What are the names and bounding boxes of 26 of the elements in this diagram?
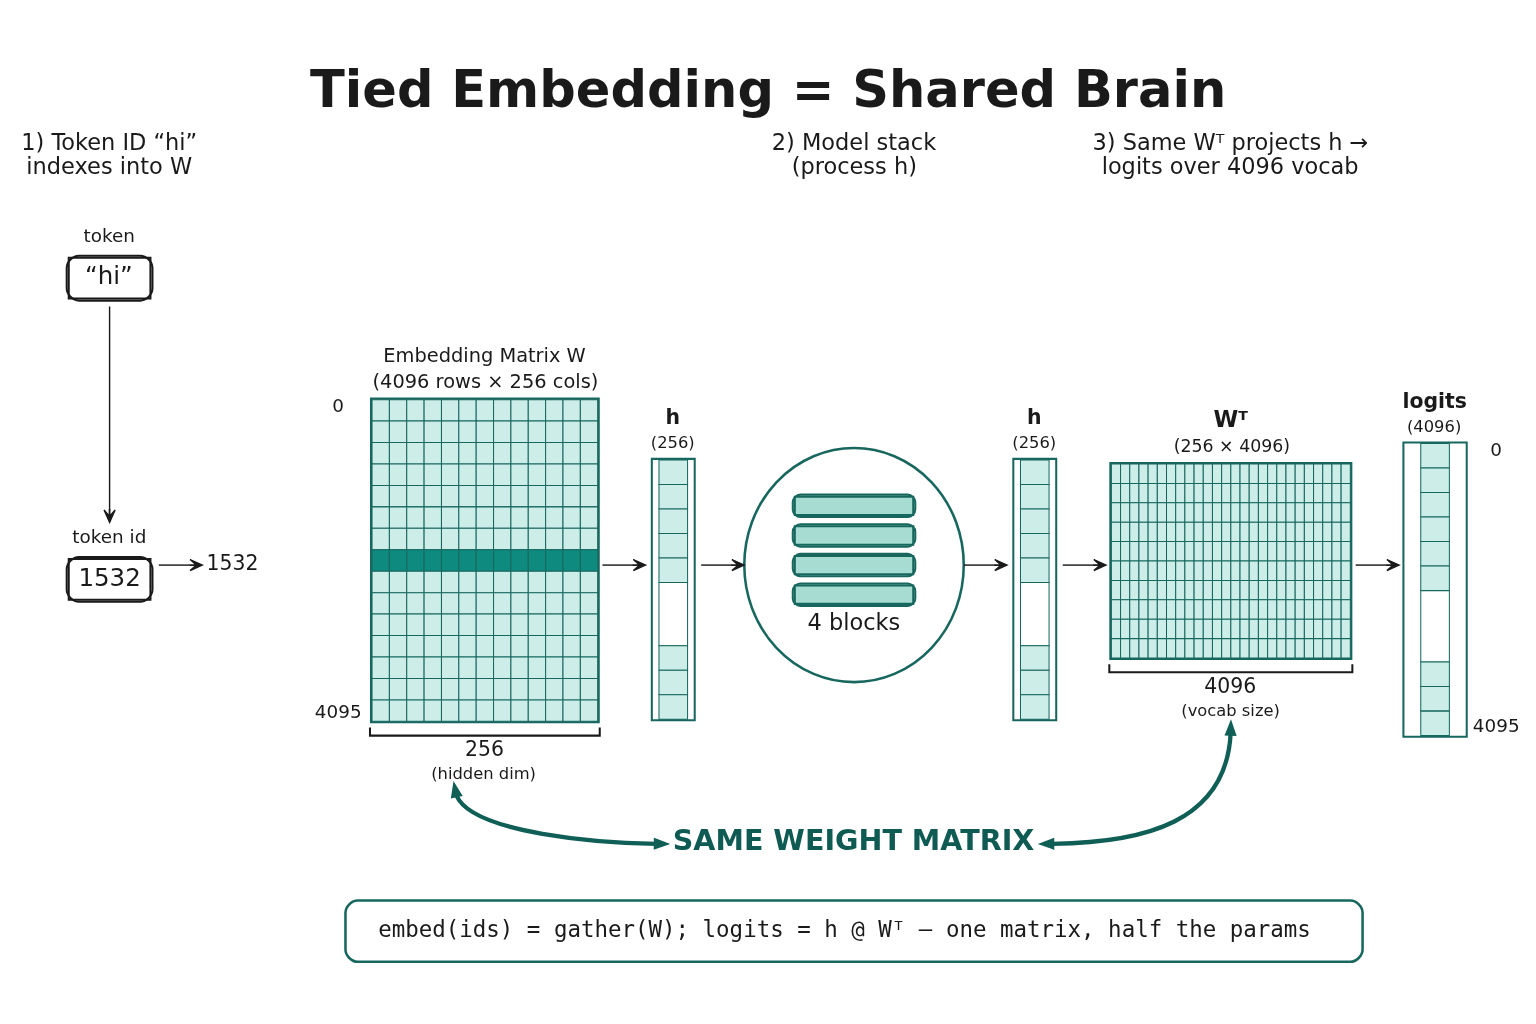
node-label: (256) [1011,432,1056,452]
node-label: 0 [331,394,344,416]
node-label: h [665,404,680,429]
node-label: logits [1401,388,1467,413]
node-label: (4096 rows × 256 cols) [372,369,598,393]
node-label: (hidden dim) [430,763,536,783]
label: 2) Model stack (process h) [771,128,936,179]
node-label: (vocab size) [1180,700,1280,720]
node-label: token id [71,525,146,547]
node-label: (256 × 4096) [1173,435,1290,456]
node-label: h [1026,404,1042,429]
node-label: (4096) [1406,416,1461,436]
label: 1) Token ID “hi” indexes into W [20,128,197,179]
node-label: 0 [1489,438,1502,460]
node-label: token [83,224,135,246]
node-label: Wᵀ [1212,405,1248,432]
label: 3) Same Wᵀ projects h → logits over 4096 vocab [1091,128,1368,179]
node-label: 4096 [1203,673,1256,698]
node-label: (256) [650,432,695,452]
diagram-title: Tied Embedding = Shared Brain [309,59,1226,119]
node-text: 1532 [206,550,259,575]
node-label: 256 [464,736,504,761]
node-label: 4095 [314,700,362,722]
node-label: 4095 [1472,714,1520,736]
node-label: Embedding Matrix W [382,343,586,367]
node-text: SAME WEIGHT MATRIX [672,822,1034,857]
